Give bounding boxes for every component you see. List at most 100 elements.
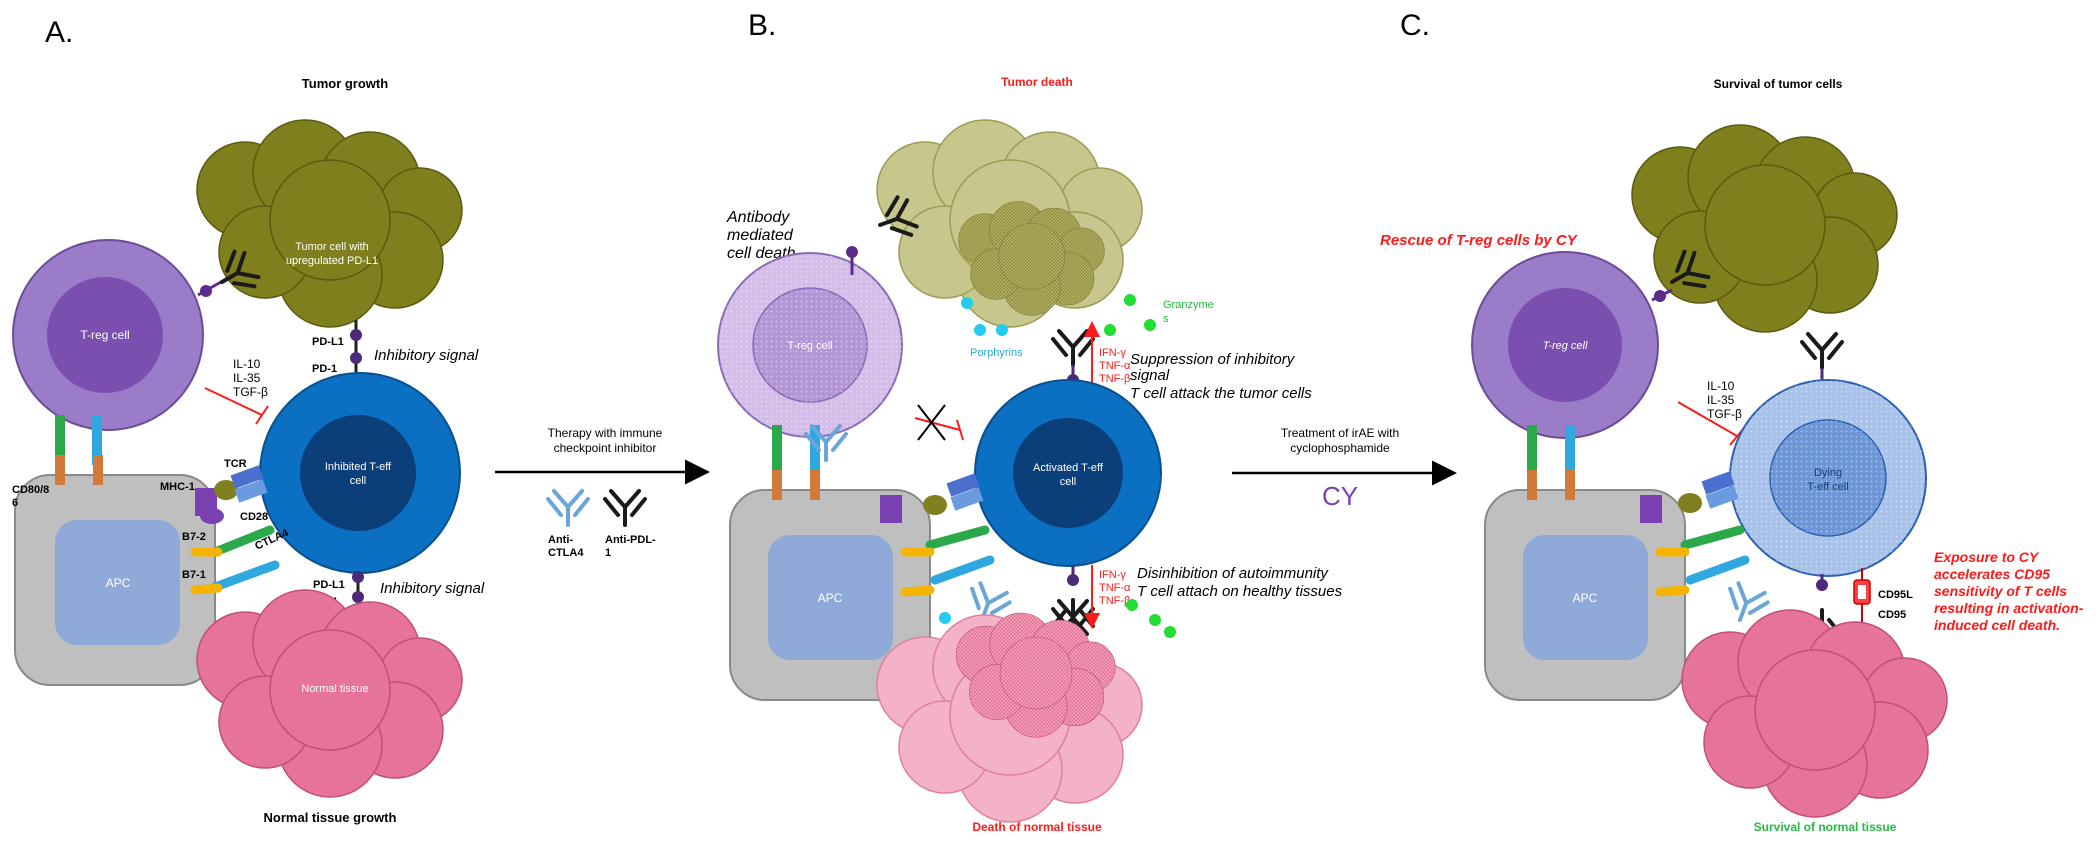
teff-a-label-2: cell [350, 475, 367, 487]
anti-pdl1-2: 1 [605, 547, 611, 559]
apc-c-label: APC [1573, 591, 1598, 605]
treatment-line-2: cyclophosphamide [1290, 441, 1390, 455]
panel-b-top-title: Tumor death [1001, 75, 1073, 89]
cy-label: CY [1322, 481, 1358, 511]
apc-cell-c [1484, 489, 1686, 701]
disinhibition-text-1: Disinhibition of autoimmunity [1137, 565, 1329, 582]
porphyrins-label: Porphyrins [970, 347, 1023, 359]
tumor-cell-label-2: upregulated PD-L1 [286, 255, 378, 267]
granzyme-label-1: Granzyme [1163, 299, 1214, 311]
cytokine-b-top-2: TNF-α [1099, 360, 1131, 372]
pd1-top-label: PD-1 [312, 363, 337, 375]
panel-a-top-title: Tumor growth [302, 76, 388, 91]
cytokine-a-1: IL-10 [233, 357, 261, 371]
surviving-tumor-cloud [1631, 124, 1898, 333]
exposure-text-1: Exposure to CY [1934, 549, 2040, 565]
teff-a-label-1: Inhibited T-eff [325, 461, 392, 473]
panel-a-letter: A. [45, 16, 73, 49]
pdl1-top-label: PD-L1 [312, 336, 344, 348]
suppression-text-2: signal [1130, 367, 1170, 384]
inhibitory-signal-top: Inhibitory signal [374, 347, 479, 364]
costim-receptors [190, 525, 280, 595]
normal-tissue-label: Normal tissue [301, 683, 368, 695]
tumor-cell-cloud [196, 119, 463, 328]
porphyrin-dots [961, 297, 1008, 336]
therapy-line-1: Therapy with immune [548, 426, 663, 440]
suppression-text-1: Suppression of inhibitory [1130, 351, 1296, 368]
panel-c-letter: C. [1400, 9, 1430, 42]
cd95-receptor [1853, 568, 1871, 625]
dying-teff-cell [1729, 379, 1927, 577]
surviving-normal-tissue [1681, 609, 1948, 818]
panel-a-bottom-title: Normal tissue growth [264, 810, 397, 825]
mhc-tcr-complex [195, 465, 268, 524]
panel-c-top-title: Survival of tumor cells [1714, 77, 1843, 91]
anti-pdl1-1: Anti-PDL- [605, 534, 656, 546]
treg-cell [12, 239, 204, 431]
cytokine-c-2: IL-35 [1707, 393, 1735, 407]
antibody-text-2: mediated [727, 227, 794, 244]
cd95l-label: CD95L [1878, 589, 1913, 601]
treatment-arrow: Treatment of irAE with cyclophosphamide … [1232, 426, 1457, 511]
granzyme-label-2: s [1163, 313, 1169, 325]
cytokine-b-bottom-3: TNF-β [1099, 595, 1130, 607]
anti-ctla4-2: CTLA4 [548, 547, 584, 559]
inhibition-arrow-a [204, 387, 269, 425]
pdl1-bottom-label: PD-L1 [313, 579, 345, 591]
treg-c-label: T-reg cell [1543, 340, 1588, 352]
inhibited-teff-cell [259, 372, 461, 574]
anti-ctla4-1: Anti- [548, 534, 573, 546]
cytokine-b-top-1: IFN-γ [1099, 347, 1126, 359]
activated-teff-cell [974, 379, 1162, 567]
teff-b-label-2: cell [1060, 476, 1077, 488]
exposure-text-4: resulting in activation- [1934, 600, 2084, 616]
treatment-line-1: Treatment of irAE with [1281, 426, 1399, 440]
teff-c-label-1: Dying [1814, 467, 1842, 479]
cytokine-b-bottom-2: TNF-α [1099, 582, 1131, 594]
exposure-text-2: accelerates CD95 [1934, 566, 2050, 582]
cytokine-b-bottom-1: IFN-γ [1099, 569, 1126, 581]
suppression-text-3: T cell attack the tumor cells [1130, 385, 1312, 402]
therapy-line-2: checkpoint inhibitor [554, 441, 657, 455]
therapy-arrow: Therapy with immune checkpoint inhibitor… [495, 426, 710, 559]
treg-receptors [55, 415, 103, 485]
cd28-label: CD28 [240, 511, 268, 523]
tumor-cell-label-1: Tumor cell with [295, 241, 369, 253]
mhc-label: MHC-1 [160, 481, 195, 493]
panel-b-letter: B. [748, 9, 776, 42]
panel-b-bottom-title: Death of normal tissue [972, 820, 1102, 834]
b71-label: B7-1 [182, 569, 206, 581]
treg-cell-b [717, 252, 903, 438]
cytokine-a-3: TGF-β [233, 385, 268, 399]
treg-b-label: T-reg cell [787, 340, 832, 352]
exposure-text-3: sensitivity of T cells [1934, 583, 2067, 599]
cytokine-b-top-3: TNF-β [1099, 373, 1130, 385]
teff-b-label-1: Activated T-eff [1033, 462, 1104, 474]
cd95-label: CD95 [1878, 609, 1906, 621]
cd80-label-2: 6 [12, 497, 18, 509]
tcr-label: TCR [224, 458, 247, 470]
cytokine-c-3: TGF-β [1707, 407, 1742, 421]
rescue-text: Rescue of T-reg cells by CY [1380, 232, 1579, 249]
apc-cell [14, 474, 216, 686]
panel-c: C. Survival of tumor cells Rescue of T-r… [1380, 9, 2084, 834]
teff-c-label-2: T-eff cell [1807, 481, 1848, 493]
cd80-label-1: CD80/8 [12, 484, 49, 496]
inhibitory-signal-bottom: Inhibitory signal [380, 580, 485, 597]
cytokine-a-2: IL-35 [233, 371, 261, 385]
apc-label: APC [106, 576, 131, 590]
apc-cell-b [729, 489, 931, 701]
panel-a: A. Tumor growth Tumor cell with upregula… [12, 16, 485, 825]
b72-label: B7-2 [182, 531, 206, 543]
panel-c-bottom-title: Survival of normal tissue [1754, 820, 1897, 834]
antibody-text-1: Antibody [726, 209, 790, 226]
disinhibition-text-2: T cell attach on healthy tissues [1137, 583, 1343, 600]
panel-b: B. Tumor death Antibody mediated cell de… [717, 9, 1343, 834]
apc-b-label: APC [818, 591, 843, 605]
cytokine-c-1: IL-10 [1707, 379, 1735, 393]
treg-cell-c [1471, 251, 1659, 439]
granzyme-dots [1104, 294, 1156, 336]
treg-label: T-reg cell [80, 328, 129, 342]
